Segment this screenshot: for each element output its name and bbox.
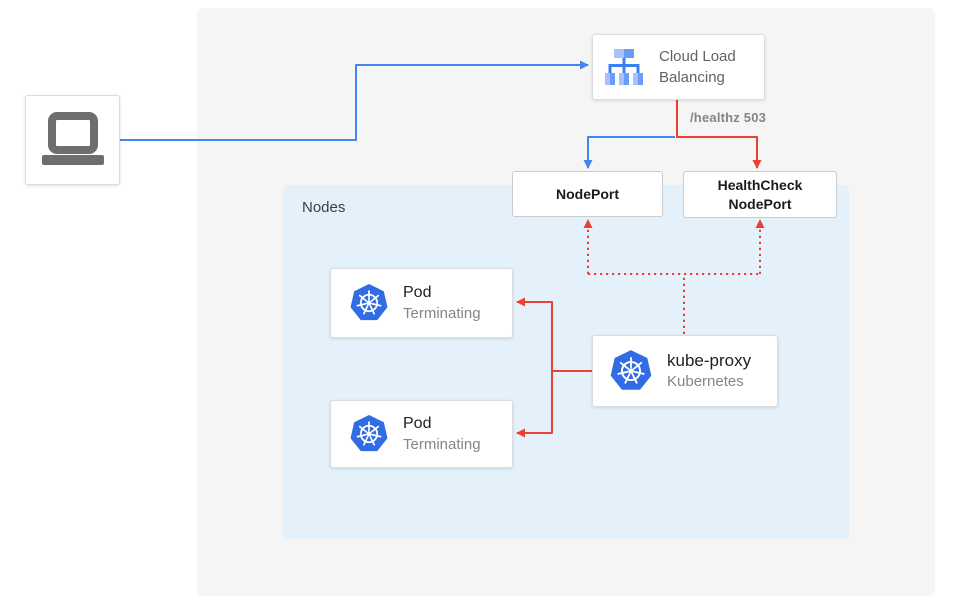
kubernetes-icon [349,283,389,323]
cloud-load-balancing-card: Cloud Load Balancing [592,34,765,100]
nodeport-label: NodePort [556,185,619,202]
pod-terminating-2-card: Pod Terminating [330,400,513,468]
kube-proxy-subtitle: Kubernetes [667,373,744,391]
nodes-panel-label: Nodes [302,199,346,216]
pod1-subtitle: Terminating [403,304,481,322]
pod-terminating-1-card: Pod Terminating [330,268,513,338]
cloud-load-balancing-icon [605,49,643,85]
kube-proxy-card: kube-proxy Kubernetes [592,335,778,407]
pod2-title: Pod [403,414,432,432]
laptop-icon [41,112,104,165]
kube-proxy-title: kube-proxy [667,351,752,371]
nodeport-card: NodePort [512,171,663,217]
pod1-title: Pod [403,283,432,301]
healthz-503-label: /healthz 503 [690,110,767,125]
kubernetes-icon [609,349,653,393]
kubernetes-icon [349,414,389,454]
healthcheck-nodeport-card: HealthCheck NodePort [683,171,837,218]
client-laptop-card [25,95,120,185]
pod2-subtitle: Terminating [403,435,481,453]
healthcheck-nodeport-label: HealthCheck NodePort [717,176,803,212]
cloud-load-balancing-label: Cloud Load Balancing [659,48,736,86]
